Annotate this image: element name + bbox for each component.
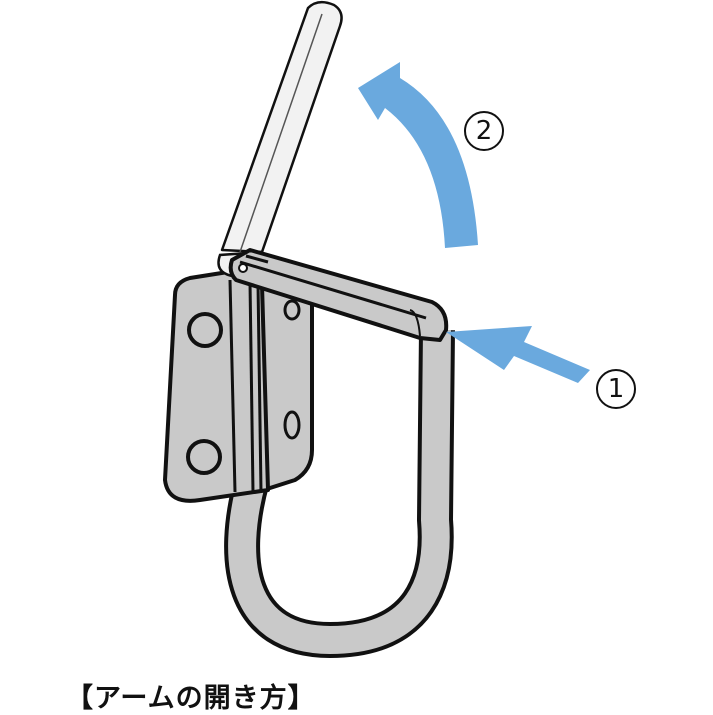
- hook-loop: [224, 329, 455, 659]
- step-2-number: 2: [475, 116, 493, 146]
- caption: 【アームの開き方】: [66, 683, 316, 714]
- straight-arrow-icon: [446, 326, 590, 383]
- step-1-label: 1: [596, 369, 636, 409]
- step-1-number: 1: [607, 374, 625, 404]
- horizontal-arm: [228, 248, 449, 342]
- curved-arrow-icon: [358, 62, 478, 248]
- open-arm: [217, 0, 343, 280]
- step-2-label: 2: [464, 111, 504, 151]
- mounting-plate: [163, 269, 314, 503]
